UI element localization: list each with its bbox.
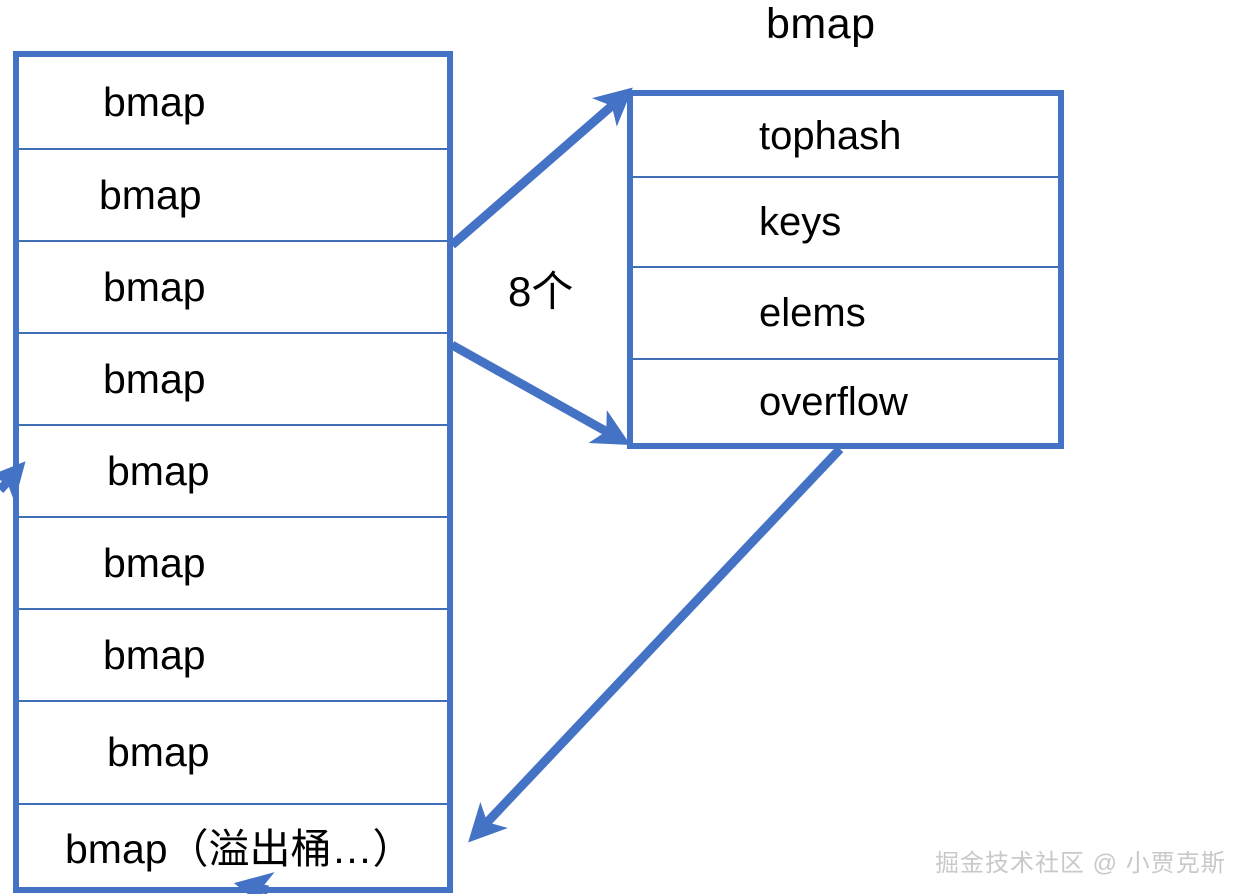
bucket-row[interactable]: bmap <box>19 242 447 334</box>
bucket-row[interactable]: bmap <box>19 518 447 610</box>
bucket-row[interactable]: bmap <box>19 426 447 518</box>
bucket-row-label: bmap <box>103 79 206 125</box>
bucket-row[interactable]: bmap <box>19 702 447 805</box>
bmap-field-keys[interactable]: keys <box>633 178 1058 268</box>
bucket-row-overflow[interactable]: bmap（溢出桶…） <box>19 805 447 893</box>
bmap-struct-title: bmap <box>766 0 876 48</box>
bmap-field-label: elems <box>759 291 866 335</box>
buckets-array-box: bmap bmap bmap bmap bmap bmap bmap bmap … <box>13 51 453 893</box>
bucket-row[interactable]: bmap <box>19 610 447 702</box>
bmap-field-label: keys <box>759 200 842 244</box>
bucket-row[interactable]: bmap <box>19 150 447 242</box>
bucket-row-label: bmap <box>103 539 206 586</box>
bmap-struct-box: tophash keys elems overflow <box>627 90 1064 449</box>
bmap-field-label: overflow <box>759 379 908 424</box>
overflow-pointer-arrow <box>468 445 844 843</box>
bucket-row-label: bmap <box>103 631 206 678</box>
bucket-row[interactable]: bmap <box>19 334 447 426</box>
bmap-field-elems[interactable]: elems <box>633 268 1058 360</box>
bmap-field-label: tophash <box>759 114 902 158</box>
bucket-row-label: bmap <box>107 729 210 775</box>
bucket-row[interactable]: bmap <box>19 57 447 150</box>
bmap-field-tophash[interactable]: tophash <box>633 96 1058 178</box>
watermark-text: 掘金技术社区 @ 小贾克斯 <box>935 850 1226 877</box>
expand-arrow-bottom <box>449 341 631 446</box>
bucket-row-label: bmap <box>103 355 206 402</box>
bmap-field-overflow[interactable]: overflow <box>633 360 1058 443</box>
bucket-row-label: bmap <box>107 447 210 494</box>
bucket-row-label: bmap <box>103 263 206 310</box>
bucket-row-label: bmap（溢出桶…） <box>65 825 414 872</box>
bucket-row-label: bmap <box>99 171 202 218</box>
bucket-count-annotation: 8个 <box>508 268 574 315</box>
expand-arrow-top <box>449 87 633 249</box>
